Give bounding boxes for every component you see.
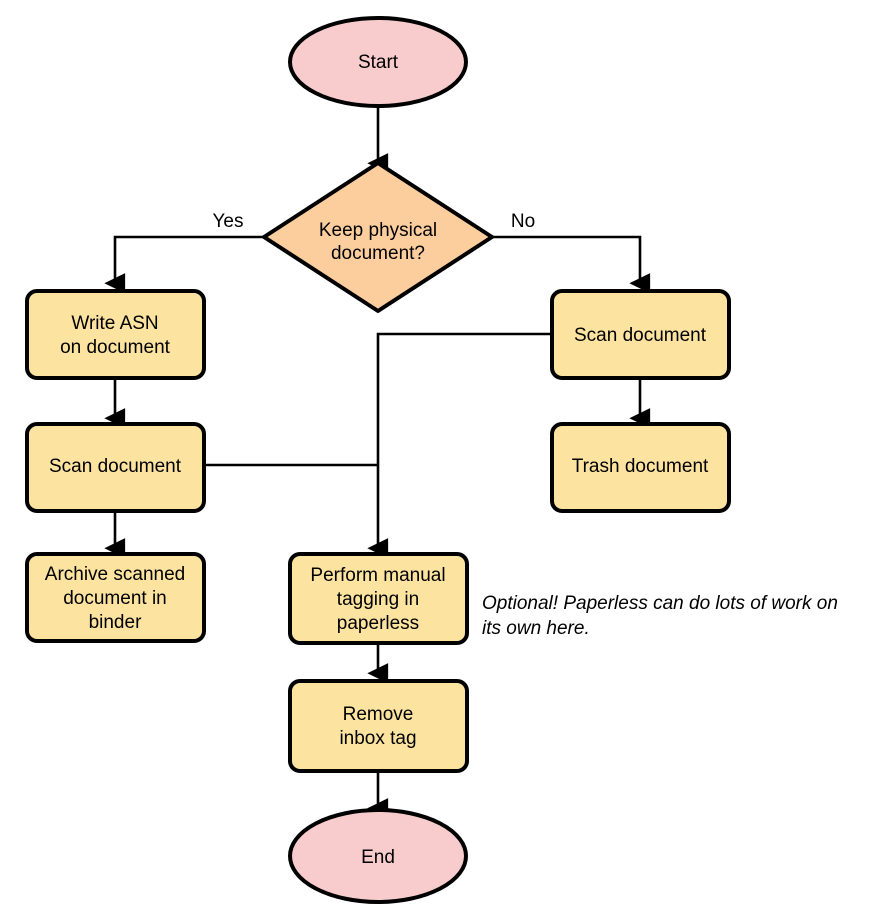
end-ellipse[interactable]	[288, 808, 468, 904]
remove-inbox-label-line1: Remove	[343, 704, 414, 725]
annotation-line1: Optional! Paperless can do lots of work …	[482, 593, 838, 614]
node-archive-scanned-document[interactable]: Archive scanned document in binder	[25, 552, 206, 643]
end-label: End	[361, 847, 395, 868]
node-remove-inbox-tag[interactable]: Remove inbox tag	[288, 679, 469, 773]
trash-box[interactable]	[550, 422, 731, 513]
archive-label-line3: binder	[89, 612, 142, 633]
edge-label-no: No	[511, 211, 535, 232]
annotation-line2: its own here.	[482, 618, 590, 639]
node-trash-document[interactable]: Trash document	[550, 422, 731, 513]
node-scan-document-left[interactable]: Scan document	[25, 422, 206, 513]
tagging-box[interactable]	[288, 552, 469, 645]
scan-right-box[interactable]	[550, 289, 731, 380]
remove-inbox-box[interactable]	[288, 679, 469, 773]
remove-inbox-label-line2: inbox tag	[339, 728, 416, 749]
edge-scan-right-to-tagging	[367, 332, 552, 559]
write-asn-label-line2: on document	[60, 337, 171, 358]
scan-left-label: Scan document	[49, 456, 182, 477]
tagging-label-line3: paperless	[337, 613, 419, 634]
write-asn-box[interactable]	[25, 289, 206, 380]
edge-decision-yes-to-write-asn	[104, 235, 264, 294]
node-decision-keep-physical-document[interactable]: Keep physical document?	[262, 161, 494, 313]
decision-label-line2: document?	[331, 243, 425, 264]
start-label: Start	[358, 52, 399, 73]
archive-box[interactable]	[25, 552, 206, 643]
node-scan-document-right[interactable]: Scan document	[550, 289, 731, 380]
tagging-label-line2: tagging in	[337, 589, 419, 610]
write-asn-label-line1: Write ASN	[71, 313, 158, 334]
scan-right-label: Scan document	[574, 325, 707, 346]
start-ellipse[interactable]	[288, 16, 468, 108]
trash-label: Trash document	[572, 456, 709, 477]
archive-label-line1: Archive scanned	[45, 564, 185, 585]
edge-decision-no-to-scan-right	[492, 235, 651, 294]
tagging-label-line1: Perform manual	[310, 565, 445, 586]
node-write-asn-on-document[interactable]: Write ASN on document	[25, 289, 206, 380]
node-start[interactable]: Start	[288, 16, 468, 108]
decision-diamond[interactable]	[262, 161, 494, 313]
node-perform-manual-tagging[interactable]: Perform manual tagging in paperless	[288, 552, 469, 645]
decision-label-line1: Keep physical	[319, 220, 437, 241]
node-end[interactable]: End	[288, 808, 468, 904]
archive-label-line2: document in	[63, 588, 167, 609]
annotation-note: Optional! Paperless can do lots of work …	[482, 593, 838, 639]
scan-left-box[interactable]	[25, 422, 206, 513]
edge-label-yes: Yes	[213, 211, 244, 232]
